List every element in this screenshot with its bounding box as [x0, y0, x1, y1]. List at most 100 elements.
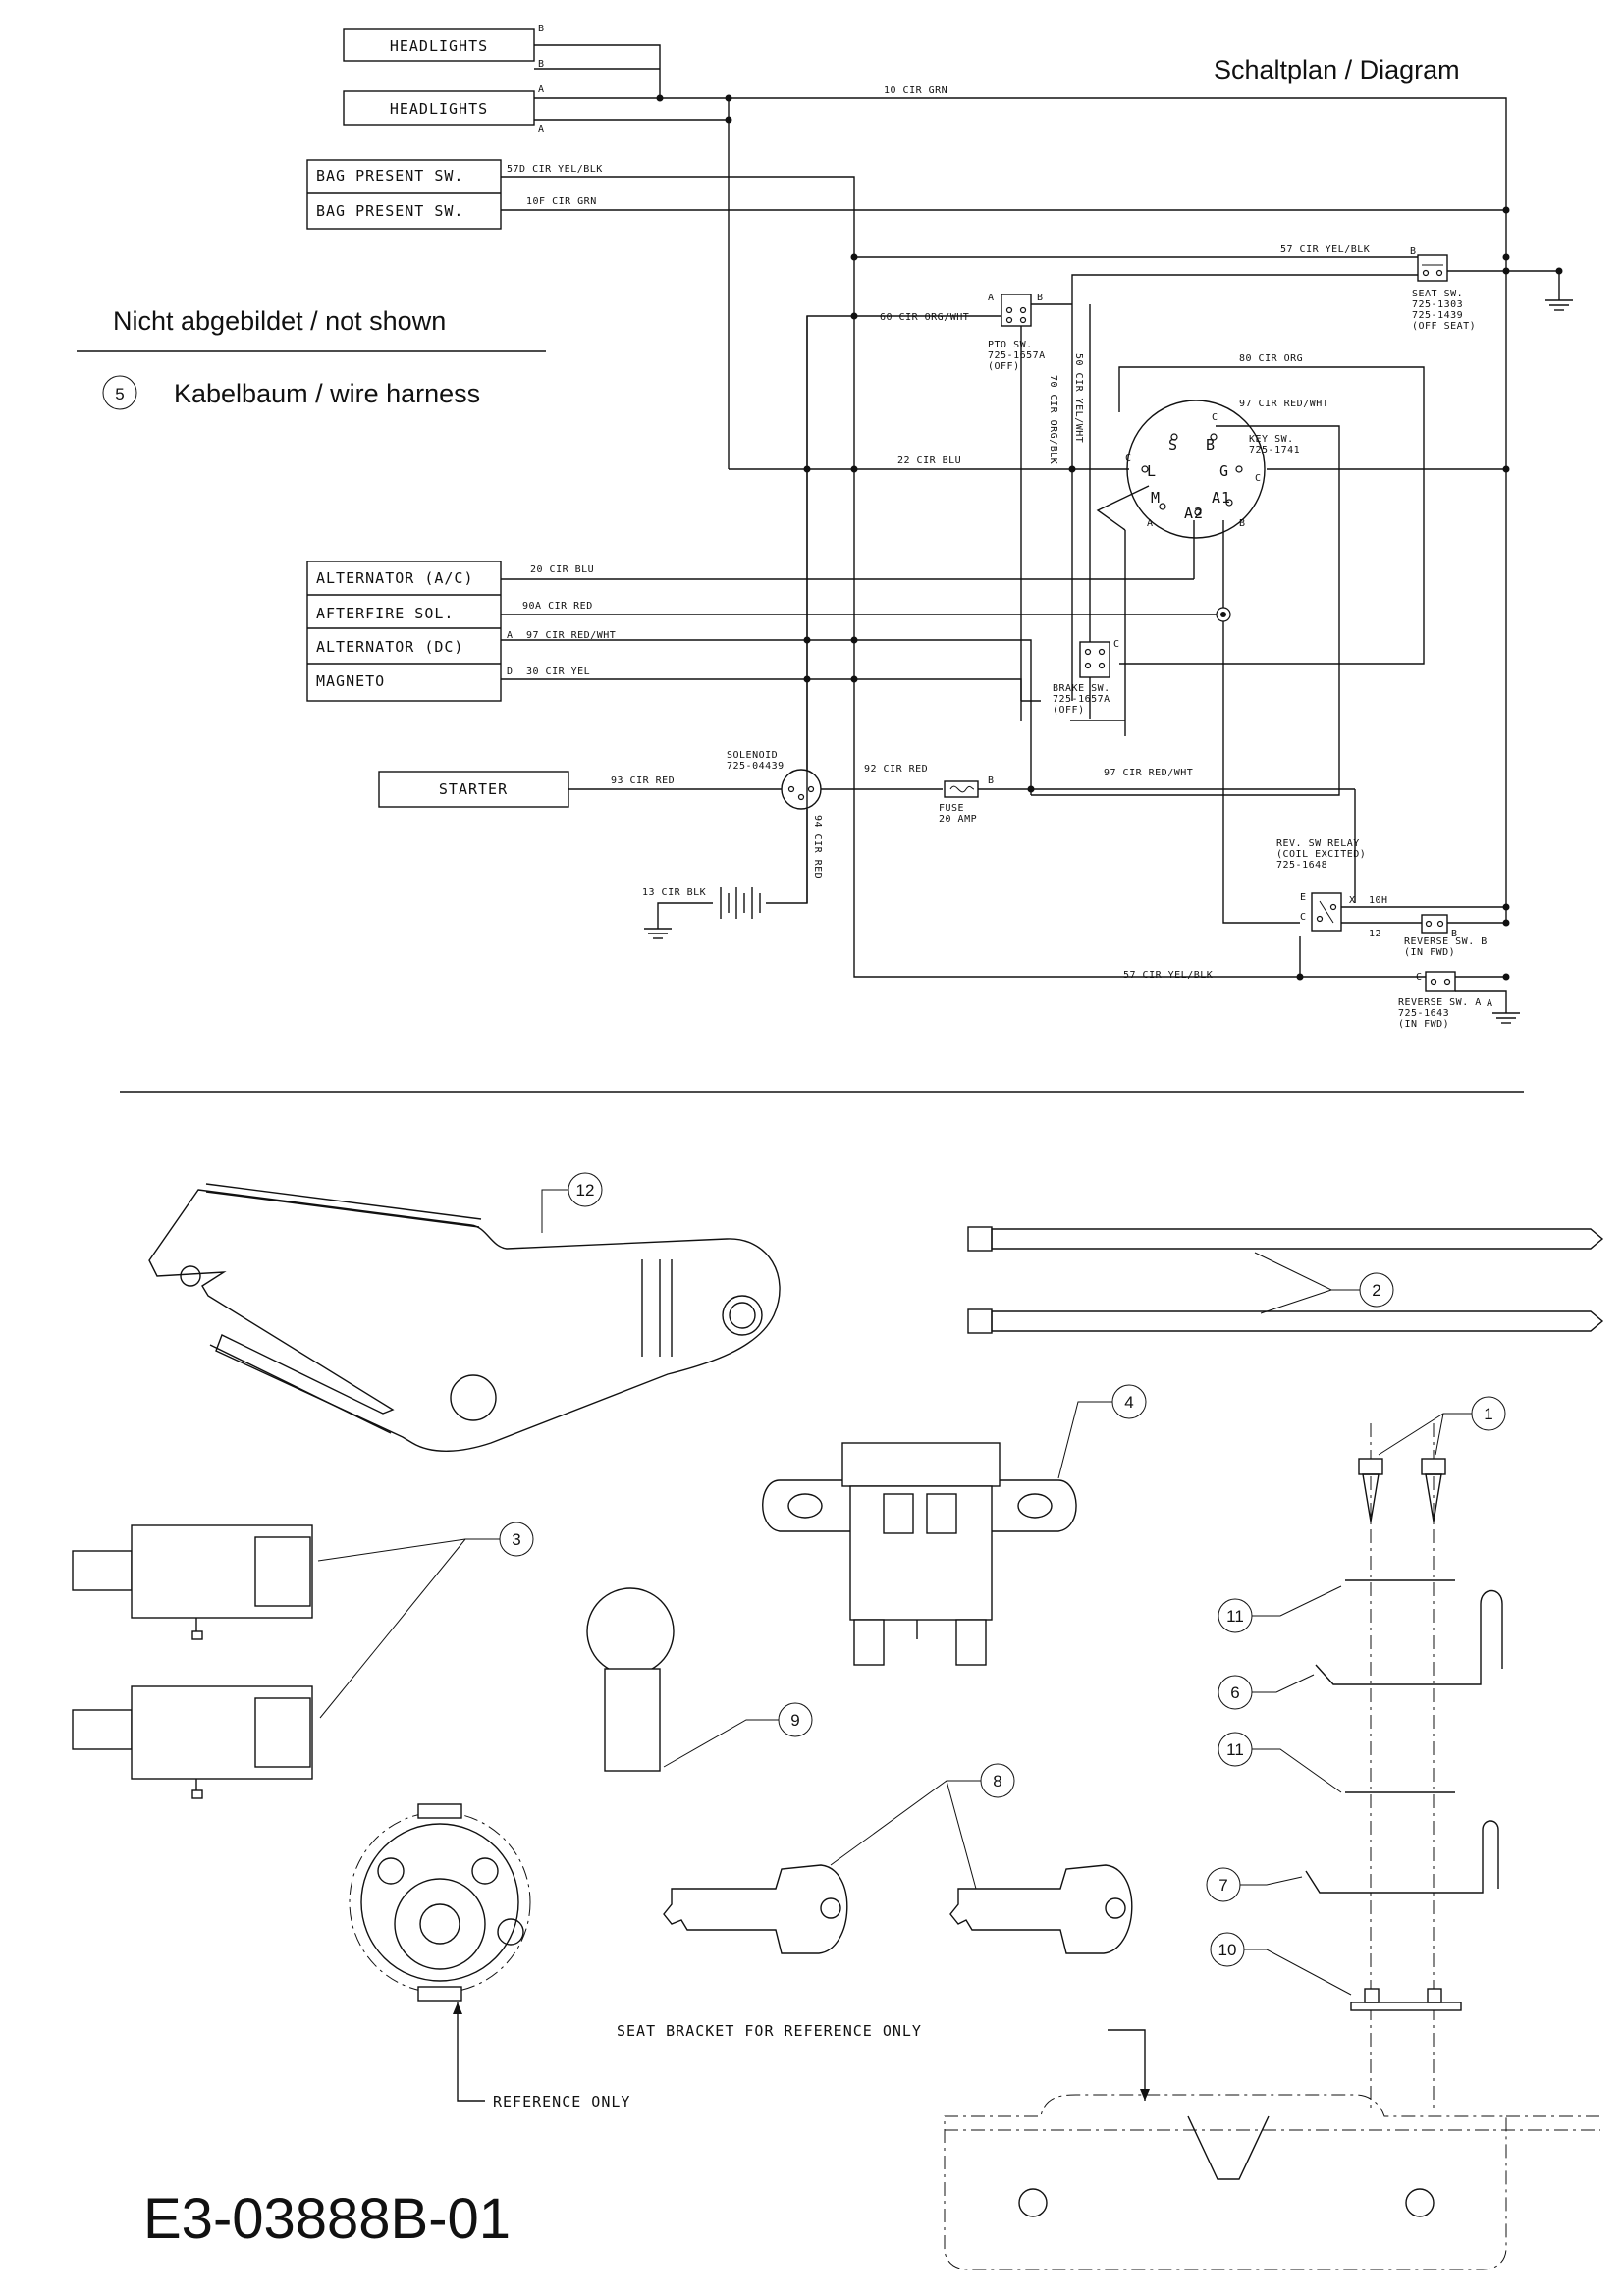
svg-text:11: 11	[1226, 1607, 1244, 1626]
svg-text:9: 9	[790, 1711, 799, 1730]
svg-text:10: 10	[1218, 1941, 1237, 1959]
callout-4: 4	[1057, 1384, 1147, 1479]
callout-10: 10	[1210, 1932, 1352, 1996]
svg-text:D: D	[507, 667, 514, 677]
svg-text:B: B	[1410, 246, 1417, 257]
reference-only-note: REFERENCE ONLY	[493, 2093, 630, 2110]
alternator-dc-label: ALTERNATOR (DC)	[316, 638, 463, 656]
connector-part-3-upper	[72, 1524, 313, 1640]
svg-text:X: X	[1349, 895, 1356, 906]
svg-text:E: E	[1300, 892, 1307, 903]
wire-label-50: 50 CIR YEL/WHT	[1073, 353, 1084, 443]
relay-label: REV. SW RELAY(COIL EXCITED)725-1648	[1276, 838, 1366, 871]
svg-text:A1: A1	[1212, 489, 1231, 507]
cable-ties-part-2	[967, 1226, 1604, 1334]
pto-switch-label: PTO SW.725-1657A(OFF)	[988, 340, 1046, 372]
wire-label-57-reverse: 57 CIR YEL/BLK	[1123, 970, 1213, 981]
svg-text:B: B	[1037, 293, 1044, 303]
reference-only-leader	[457, 2002, 485, 2102]
afterfire-solenoid-label: AFTERFIRE SOL.	[316, 605, 454, 622]
reverse-switch-relay	[1311, 892, 1342, 932]
callout-7: 7	[1206, 1867, 1303, 1902]
svg-text:M: M	[1151, 489, 1161, 507]
solenoid	[781, 769, 822, 810]
wire-label-92: 92 CIR RED	[864, 764, 928, 774]
wire-label-12: 12	[1369, 929, 1381, 939]
fuse-20-amp	[944, 780, 979, 798]
svg-text:4: 4	[1124, 1393, 1133, 1412]
svg-text:B: B	[1239, 518, 1246, 529]
pto-switch	[1001, 294, 1032, 327]
svg-text:C: C	[1125, 454, 1132, 464]
svg-text:G: G	[1219, 462, 1229, 480]
wiring	[501, 44, 1560, 1007]
svg-text:A2: A2	[1184, 505, 1204, 522]
diagram-title: Schaltplan / Diagram	[1214, 55, 1460, 84]
svg-text:C: C	[1113, 639, 1120, 650]
engine-connections-box: ALTERNATOR (A/C) AFTERFIRE SOL. ALTERNAT…	[306, 561, 502, 702]
svg-text:B: B	[988, 775, 995, 786]
ground-symbol-reverse	[1492, 1007, 1520, 1024]
wire-label-70: 70 CIR ORG/BLK	[1048, 375, 1058, 464]
not-shown-item-number-circle	[102, 375, 137, 410]
drawing-number: E3-03888B-01	[143, 2187, 511, 2251]
battery	[720, 887, 761, 919]
reverse-switch-a	[1425, 971, 1456, 992]
svg-text:S: S	[1168, 436, 1178, 454]
wire-label-13: 13 CIR BLK	[642, 887, 706, 898]
terminal-letters: B B A A B A B C C C A B A D C B E C X B …	[507, 24, 1493, 1009]
svg-text:C: C	[1416, 972, 1423, 983]
svg-text:7: 7	[1218, 1876, 1227, 1895]
svg-text:B: B	[538, 59, 545, 70]
wire-label-10h: 10H	[1369, 895, 1388, 906]
headlights-1-label: HEADLIGHTS	[390, 37, 488, 55]
svg-text:12: 12	[576, 1181, 595, 1200]
wire-label-30: 30 CIR YEL	[526, 667, 590, 677]
headlights-2-label: HEADLIGHTS	[390, 100, 488, 118]
seat-switch	[1417, 254, 1448, 282]
wire-label-10: 10 CIR GRN	[884, 85, 947, 96]
seat-bracket-arrowhead	[1140, 2089, 1150, 2101]
wire-label-20: 20 CIR BLU	[530, 564, 594, 575]
svg-text:B: B	[1451, 929, 1458, 939]
svg-text:A: A	[1487, 998, 1493, 1009]
key-switch-label: KEY SW.725-1741	[1249, 434, 1300, 455]
callout-3: 3	[317, 1522, 534, 1719]
key-switch-reference-drawing	[349, 1803, 531, 2002]
wire-label-93: 93 CIR RED	[611, 775, 675, 786]
wire-label-57d: 57D CIR YEL/BLK	[507, 164, 603, 175]
wire-label-97-main: 97 CIR RED/WHT	[1104, 768, 1193, 778]
svg-text:6: 6	[1230, 1683, 1239, 1702]
reference-only-arrowhead	[453, 2002, 462, 2014]
not-shown-item-label: Kabelbaum / wire harness	[174, 379, 480, 408]
callout-8: 8	[830, 1763, 1015, 1890]
callout-2: 2	[1254, 1252, 1394, 1314]
magneto-label: MAGNETO	[316, 672, 385, 690]
wire-label-90a: 90A CIR RED	[522, 601, 593, 612]
seat-bracket-note: SEAT BRACKET FOR REFERENCE ONLY	[617, 2022, 922, 2040]
svg-text:C: C	[1300, 912, 1307, 923]
callout-9: 9	[663, 1702, 813, 1768]
key-switch	[1126, 400, 1266, 539]
callout-1: 1	[1378, 1396, 1506, 1456]
reverse-switch-b	[1421, 914, 1448, 934]
headlights-2-box: HEADLIGHTS	[343, 90, 535, 126]
alternator-ac-label: ALTERNATOR (A/C)	[316, 569, 474, 587]
headlights-1-box: HEADLIGHTS	[343, 28, 535, 62]
key-switch-terminal-letters: S B L G M A2 A1	[1147, 436, 1231, 522]
svg-text:3: 3	[512, 1530, 520, 1549]
svg-text:B: B	[538, 24, 545, 34]
connector-part-3-lower	[72, 1685, 313, 1799]
mounting-stack	[1305, 1423, 1503, 2110]
svg-text:A: A	[538, 124, 545, 134]
ground-symbol-seat	[1545, 294, 1573, 311]
wire-label-80: 80 CIR ORG	[1239, 353, 1303, 364]
bag-present-1-label: BAG PRESENT SW.	[316, 167, 463, 185]
svg-text:C: C	[1255, 473, 1262, 484]
svg-text:L: L	[1147, 462, 1157, 480]
svg-text:A: A	[988, 293, 995, 303]
